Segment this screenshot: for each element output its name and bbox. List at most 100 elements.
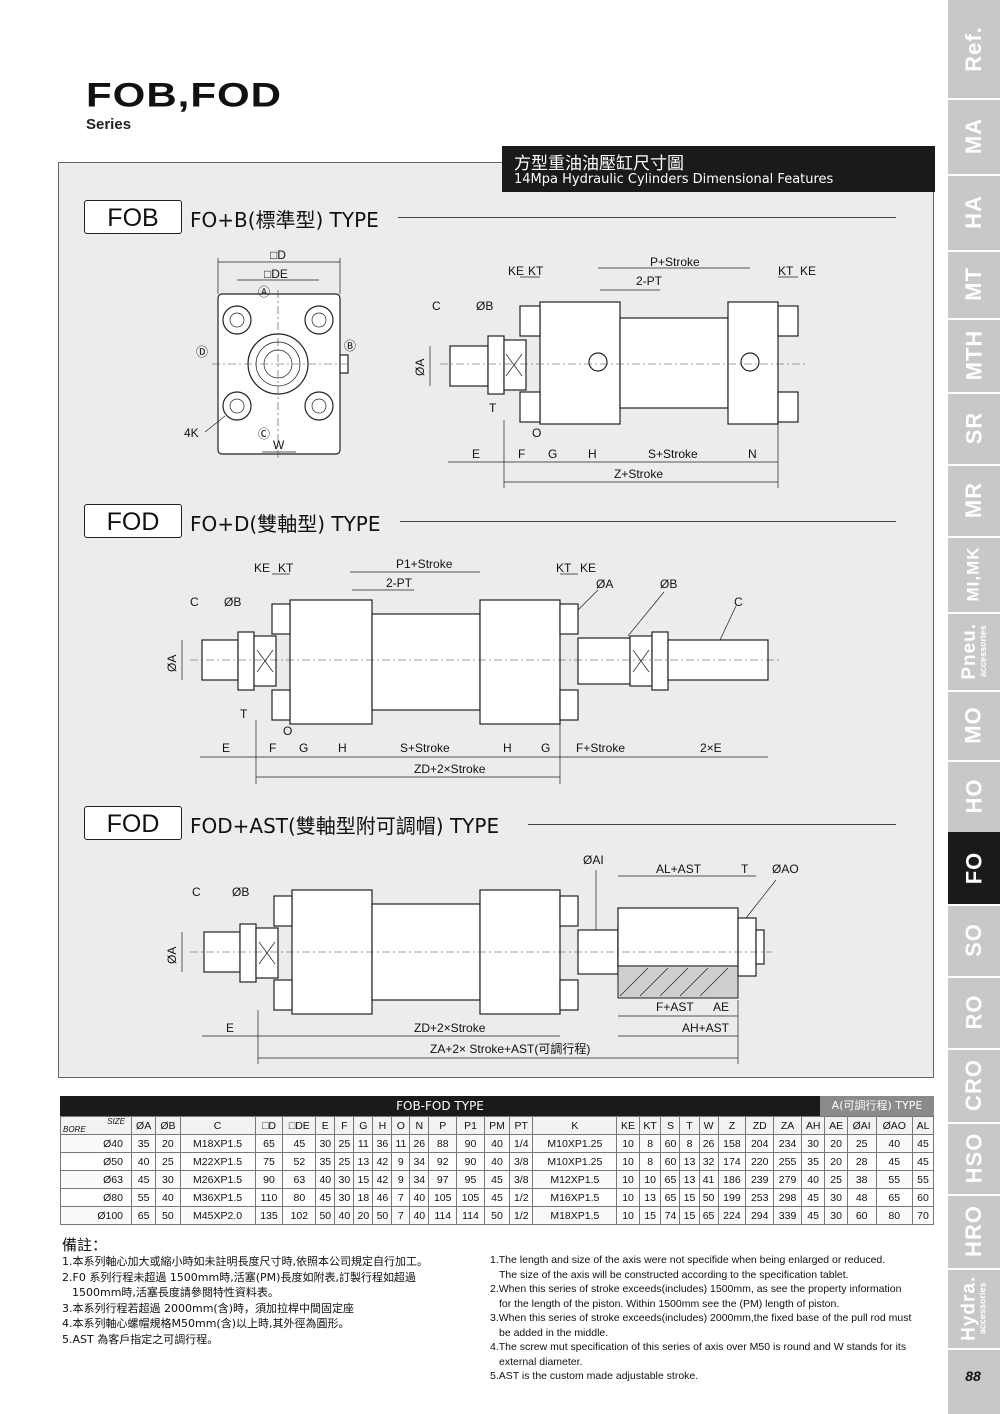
table-cell: 90: [456, 1152, 485, 1171]
table-cell: 40: [130, 1152, 157, 1171]
table-cell: 97: [428, 1170, 458, 1189]
section-3-code: FOD: [84, 806, 182, 840]
label-d: □D: [270, 248, 286, 262]
table-cell: 279: [773, 1170, 802, 1189]
tab-fo[interactable]: FO: [948, 832, 1000, 906]
table-cell: 65: [698, 1206, 719, 1225]
section-2-code: FOD: [84, 504, 182, 538]
tab-mo[interactable]: MO: [948, 690, 1000, 762]
table-cell: 70: [912, 1206, 934, 1225]
table-cell: 25: [334, 1134, 355, 1153]
table-cell: 40: [315, 1170, 336, 1189]
label-e: E: [222, 741, 230, 755]
corner-size-label: SIZE: [107, 1117, 125, 1126]
tab-mt[interactable]: MT: [948, 250, 1000, 320]
tab-so[interactable]: SO: [948, 904, 1000, 978]
tab-cro[interactable]: CRO: [948, 1048, 1000, 1124]
table-cell: 88: [428, 1134, 458, 1153]
label-c: C: [192, 885, 201, 899]
table-cell: 26: [409, 1134, 430, 1153]
column-header: ØA: [130, 1116, 157, 1135]
section-2-rule: [400, 521, 896, 522]
label-2pt: 2-PT: [386, 576, 413, 590]
tab-hso[interactable]: HSO: [948, 1122, 1000, 1196]
table-cell: 50: [483, 1206, 511, 1225]
table-cell: 52: [282, 1152, 317, 1171]
column-header: ZD: [745, 1116, 775, 1135]
label-oa-top: ØA: [596, 577, 613, 591]
table-cell: 253: [745, 1188, 775, 1207]
table-cell: 45: [912, 1134, 934, 1153]
label-s-stroke: S+Stroke: [648, 447, 698, 461]
label-f-ast: F+AST: [656, 1000, 694, 1014]
table-cell: 35: [315, 1152, 336, 1171]
table-cell: M10XP1.25: [532, 1152, 618, 1171]
table-cell: 74: [660, 1206, 681, 1225]
note-cn-line: 1.本系列軸心加大或縮小時如未註明長度尺寸時,依照本公司規定自行加工。: [62, 1255, 428, 1268]
table-cell: M36XP1.5: [179, 1188, 256, 1207]
tab-ho[interactable]: HO: [948, 760, 1000, 834]
label-oa: ØA: [165, 655, 179, 672]
bore-cell: Ø100: [60, 1206, 132, 1225]
column-header: ØAO: [875, 1116, 914, 1135]
table-cell: 186: [717, 1170, 747, 1189]
column-header: H: [372, 1116, 393, 1135]
tab-pneu[interactable]: Pneu.accessories: [948, 612, 1000, 692]
label-de: □DE: [264, 267, 288, 281]
table-cell: 34: [409, 1152, 430, 1171]
table-cell: 65: [130, 1206, 157, 1225]
label-kt: KT: [528, 264, 544, 278]
table-cell: 32: [698, 1152, 719, 1171]
table-cell: 8: [638, 1152, 662, 1171]
label-ob: ØB: [224, 595, 241, 609]
label-2e: 2×E: [700, 741, 722, 755]
table-cell: 15: [353, 1170, 374, 1189]
table-cell: 46: [372, 1188, 393, 1207]
table-cell: 65: [660, 1188, 681, 1207]
tab-ro[interactable]: RO: [948, 976, 1000, 1050]
table-cell: 48: [846, 1188, 877, 1207]
table-cell: 13: [353, 1152, 374, 1171]
table-subtitle: A(可調行程) TYPE: [820, 1096, 934, 1116]
label-h: H: [338, 741, 347, 755]
tab-mi-mk[interactable]: MI,MK: [948, 536, 1000, 614]
tab-ma[interactable]: MA: [948, 98, 1000, 176]
tab-hro[interactable]: HRO: [948, 1194, 1000, 1270]
table-cell: M18XP1.5: [532, 1206, 618, 1225]
tab-mr[interactable]: MR: [948, 464, 1000, 538]
table-cell: 1/2: [509, 1188, 534, 1207]
section-1-title: FO+B(標準型) TYPE: [190, 208, 379, 232]
tab-mth[interactable]: MTH: [948, 318, 1000, 394]
column-header: AH: [800, 1116, 826, 1135]
tab-hydra[interactable]: Hydra.accessories: [948, 1268, 1000, 1350]
table-cell: 105: [456, 1188, 485, 1207]
table-cell: 45: [282, 1134, 317, 1153]
table-cell: 25: [334, 1152, 355, 1171]
table-cell: 42: [372, 1152, 393, 1171]
note-cn-line: 2.F0 系列行程未超過 1500mm時,活塞(PM)長度如附表,訂製行程如超過: [62, 1270, 416, 1284]
table-cell: 40: [483, 1152, 511, 1171]
note-en-line: 3.When this series of stroke exceeds(inc…: [490, 1312, 912, 1324]
section-2-title: FO+D(雙軸型) TYPE: [190, 512, 381, 536]
table-cell: 55: [912, 1170, 934, 1189]
table-cell: 10: [616, 1152, 640, 1171]
label-c-right: C: [734, 595, 743, 609]
label-e: E: [226, 1021, 234, 1035]
tab-ref[interactable]: Ref.: [948, 0, 1000, 100]
label-kt-right: KT: [556, 561, 572, 575]
table-cell: 1/4: [509, 1134, 534, 1153]
tab-sr[interactable]: SR: [948, 392, 1000, 466]
column-header: ØB: [155, 1116, 181, 1135]
tab-ha[interactable]: HA: [948, 174, 1000, 252]
table-cell: 30: [155, 1170, 181, 1189]
table-cell: 10: [616, 1206, 640, 1225]
table-cell: 11: [391, 1134, 411, 1153]
table-cell: 239: [745, 1170, 775, 1189]
table-cell: 65: [875, 1188, 914, 1207]
label-ah-ast: AH+AST: [682, 1021, 730, 1035]
label-c: C: [432, 299, 441, 313]
